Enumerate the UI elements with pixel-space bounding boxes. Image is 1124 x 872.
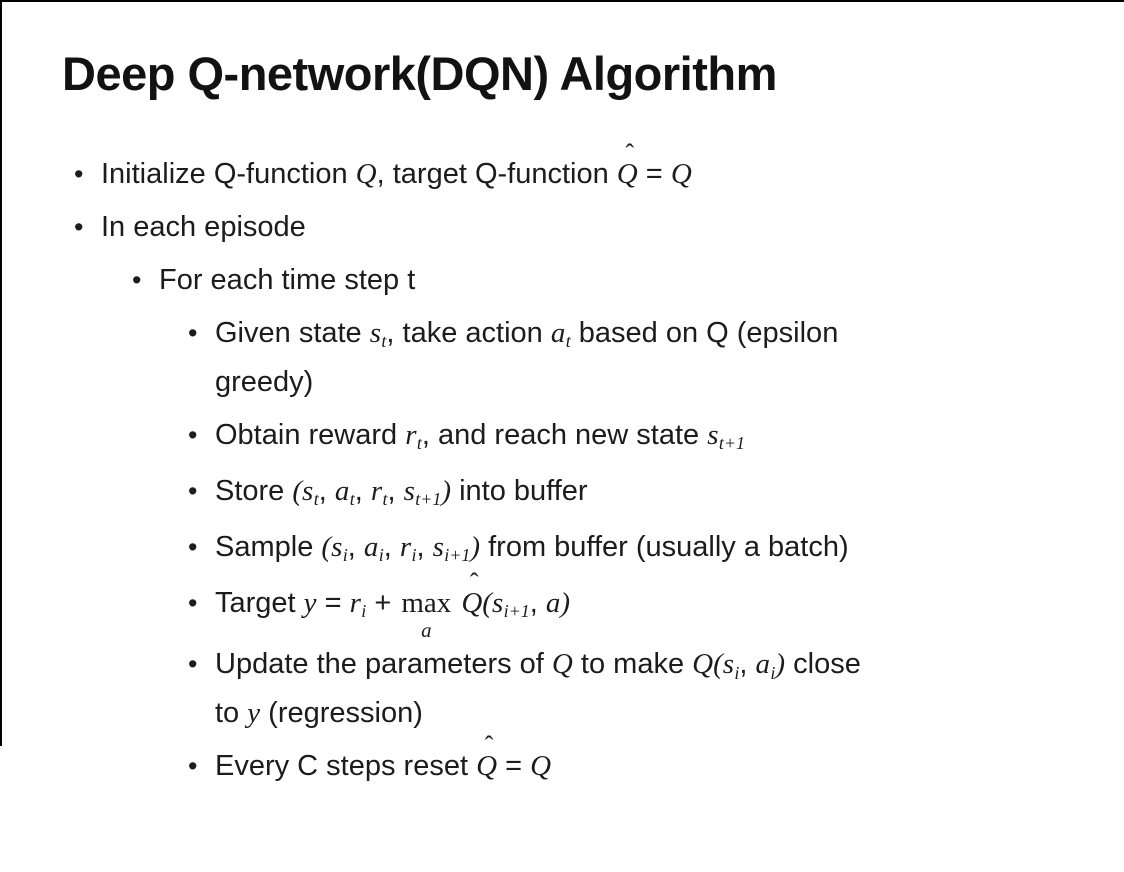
bullet-marker: • [74, 212, 84, 242]
bullet-text: For each time step t [159, 264, 416, 296]
bullet-text: Obtain reward rt, and reach new state st… [215, 419, 745, 454]
bullet-item: • Initialize Q-function Q, target Q-funct… [0, 138, 1110, 197]
hat-accent: ˆ [625, 138, 635, 168]
bullet-marker: • [188, 318, 198, 348]
bullet-marker: • [74, 159, 84, 189]
bullet-marker: • [188, 751, 198, 782]
slide-title: Deep Q-network(DQN) Algorithm [62, 47, 777, 100]
bullet-marker: • [132, 265, 142, 295]
bullet-item: • For each time step t [0, 257, 1110, 303]
bullet-item: • Store (st, at, rt, st+1) into buffer [0, 468, 1110, 517]
bullet-item: • In each episode [0, 204, 1110, 250]
bullet-marker: • [188, 588, 198, 618]
bullet-text: Initialize Q-function Q, target Q-functi… [101, 138, 692, 190]
bullet-item: • Sample (si, ai, ri, si+1) from buffer (… [0, 524, 1110, 573]
bullet-item: • Update the parameters of Q to make Q(si… [0, 641, 1110, 736]
bullet-marker: • [188, 532, 198, 562]
bullet-item: • Given state st, take action at based on… [0, 310, 1110, 405]
bullet-text: In each episode [101, 211, 306, 243]
bullet-item: • Obtain reward rt, and reach new state s… [0, 412, 1110, 461]
bullet-marker: • [188, 420, 198, 450]
bullet-marker: • [188, 649, 198, 680]
slide-border-left [0, 0, 2, 746]
hat-accent: ˆ [469, 567, 479, 597]
bullet-list: • Initialize Q-function Q, target Q-funct… [0, 138, 1110, 796]
bullet-text: Update the parameters of Q to make Q(si,… [215, 648, 861, 730]
bullet-text: Store (st, at, rt, st+1) into buffer [215, 475, 588, 510]
bullet-text: Given state st, take action at based on … [215, 317, 839, 398]
slide-border-top [0, 0, 1124, 2]
bullet-text: Sample (si, ai, ri, si+1) from buffer (u… [215, 531, 849, 566]
bullet-marker: • [188, 476, 198, 506]
hat-accent: ˆ [484, 730, 494, 760]
